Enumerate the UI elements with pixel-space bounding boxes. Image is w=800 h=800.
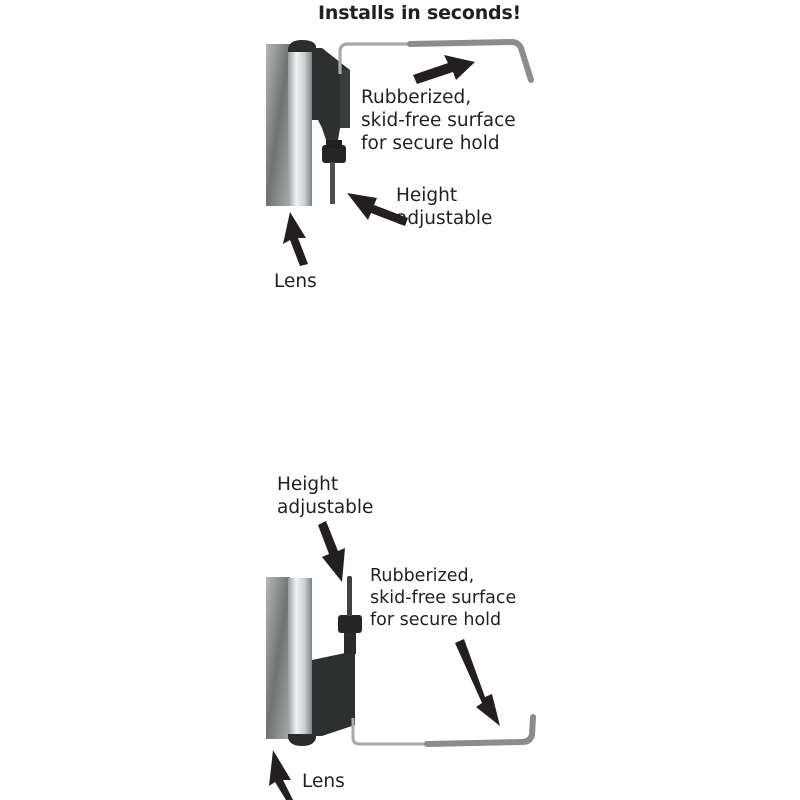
label-rubberized-top: Rubberized, skid-free surface for secure… <box>361 87 516 154</box>
arrow-icon <box>269 750 293 800</box>
arrow-icon <box>413 55 475 84</box>
top-product-image <box>266 38 534 266</box>
label-height-adjustable-top: Height adjustable <box>396 185 493 229</box>
bottom-product-image <box>266 521 536 800</box>
arrow-icon <box>283 212 308 266</box>
label-height-adjustable-bottom: Height adjustable <box>277 474 374 518</box>
tube <box>288 578 312 738</box>
height-knob <box>338 615 362 633</box>
rubber-grip <box>407 38 534 83</box>
arrow-icon <box>455 639 500 726</box>
adjustment-rod <box>330 162 335 204</box>
lens-plate <box>266 44 290 206</box>
label-rubberized-bottom: Rubberized, skid-free surface for secure… <box>370 566 517 630</box>
height-knob <box>322 145 346 163</box>
tube-cap <box>288 734 316 746</box>
arrow-icon <box>347 193 408 226</box>
rubber-grip <box>424 714 536 747</box>
arrow-icon <box>318 521 345 582</box>
bracket-plate <box>312 652 355 736</box>
adjustment-rod <box>347 578 352 616</box>
wire-hook <box>351 718 427 746</box>
lens-plate <box>266 577 290 739</box>
headline: Installs in seconds! <box>318 2 522 24</box>
label-lens-top: Lens <box>274 271 317 292</box>
tube <box>288 46 312 206</box>
label-lens-bottom: Lens <box>302 771 345 792</box>
wire-hook <box>338 42 410 74</box>
tube-cap <box>288 40 316 52</box>
